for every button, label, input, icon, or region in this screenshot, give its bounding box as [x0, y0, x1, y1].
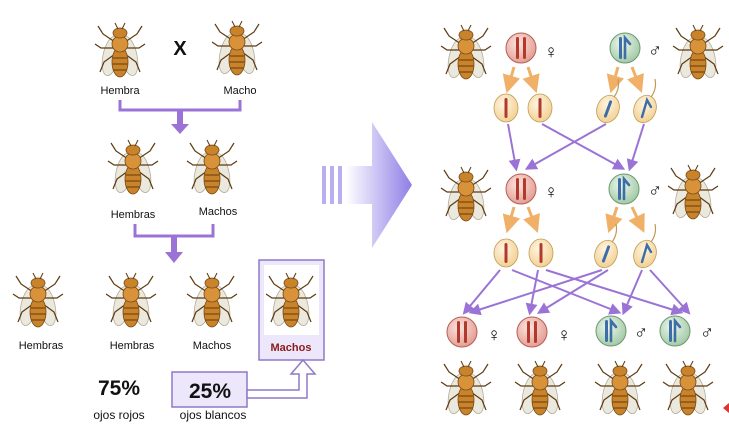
r-f2-male-cell-2: [660, 316, 690, 346]
r-egg-2b: [529, 239, 553, 267]
r-f1-female-cell: [506, 174, 536, 204]
r-f1-female-fly: [441, 167, 491, 221]
r-parent-female-fly: [441, 25, 491, 79]
connector-arrow: [247, 360, 315, 398]
f1-female-fly: [108, 140, 158, 194]
r-parent-male-cell: [610, 33, 640, 63]
f1-male-fly: [187, 140, 237, 194]
parent-female-label: Hembra: [100, 85, 140, 97]
f2-label-2: Hembras: [110, 340, 155, 352]
fertilization-arrows-1: [508, 124, 644, 168]
cross-symbol: X: [173, 38, 187, 60]
down-arrow-2: [165, 236, 183, 263]
big-transition-arrow: [322, 122, 412, 248]
cross-bracket-2: [135, 224, 213, 236]
r-sperm-y-2: [630, 224, 660, 271]
f2-label-4-highlight: Machos: [271, 342, 312, 354]
r-f2-fly-3: [595, 361, 645, 415]
f2-label-3: Machos: [193, 340, 232, 352]
f2-fly-2: [106, 273, 156, 327]
white-caption: ojos blancos: [180, 408, 247, 422]
r-f2-fly-4: [663, 361, 713, 415]
r-f2-fly-2: [515, 361, 565, 415]
r-female-symbol-4: ♀: [557, 325, 571, 346]
r-male-symbol-2: ♂: [648, 181, 662, 202]
r-male-symbol-3: ♂: [634, 323, 648, 344]
r-egg-1b: [528, 94, 552, 122]
r-f1-male-cell: [609, 174, 639, 204]
r-f2-female-cell-2: [517, 317, 547, 347]
red-caption: ojos rojos: [93, 408, 144, 422]
r-male-symbol-1: ♂: [648, 41, 662, 62]
r-sperm-y-1: [630, 79, 660, 126]
pct-white: 25%: [189, 380, 231, 403]
pct-red: 75%: [98, 377, 140, 400]
f1-male-label: Machos: [199, 206, 238, 218]
r-sperm-x-1: [593, 79, 623, 126]
parent-male-fly: [212, 21, 262, 75]
r-parent-male-fly: [673, 25, 723, 79]
meiosis-arrows-2: [508, 207, 642, 228]
r-f2-female-cell-1: [447, 317, 477, 347]
r-sperm-x-2: [591, 224, 621, 271]
f1-female-label: Hembras: [111, 209, 156, 221]
r-female-symbol-1: ♀: [544, 42, 558, 63]
r-female-symbol-2: ♀: [544, 182, 558, 203]
r-female-symbol-3: ♀: [487, 325, 501, 346]
f2-fly-1: [13, 273, 63, 327]
parent-female-fly: [95, 23, 145, 77]
r-egg-2a: [494, 239, 518, 267]
r-f2-male-cell-1: [596, 316, 626, 346]
r-egg-1a: [494, 94, 518, 122]
r-male-symbol-4: ♂: [700, 323, 714, 344]
edge-marker-icon: [723, 403, 729, 413]
cross-bracket-1: [120, 100, 240, 110]
r-f1-male-fly: [668, 165, 718, 219]
r-f2-fly-1: [441, 361, 491, 415]
meiosis-arrows-1: [508, 67, 640, 88]
f2-fly-3: [187, 273, 237, 327]
parent-male-label: Macho: [223, 85, 256, 97]
f2-label-1: Hembras: [19, 340, 64, 352]
fertilization-arrows-2: [465, 270, 688, 312]
down-arrow-1: [171, 110, 189, 134]
r-parent-female-cell: [506, 33, 536, 63]
